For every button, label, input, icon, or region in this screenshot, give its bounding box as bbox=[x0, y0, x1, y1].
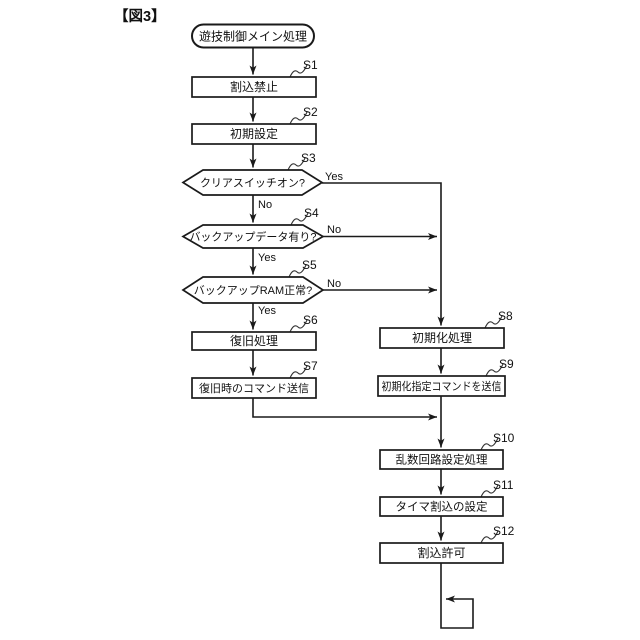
leader-squiggle-s12 bbox=[480, 530, 499, 544]
step-id-s7: S7 bbox=[303, 359, 318, 373]
process-label-s6: 復旧処理 bbox=[230, 333, 278, 348]
process-box-s11 bbox=[379, 496, 504, 517]
process-label-s12: 割込許可 bbox=[417, 545, 465, 560]
process-label-s1: 割込禁止 bbox=[230, 79, 278, 94]
process-box-s2 bbox=[191, 123, 317, 145]
step-id-s11: S11 bbox=[493, 478, 514, 492]
decision-label-s3: クリアスイッチオン? bbox=[200, 177, 305, 190]
process-label-s10: 乱数回路設定処理 bbox=[396, 453, 488, 467]
branch-label-s3-no: No bbox=[258, 199, 272, 211]
leader-squiggle-s4 bbox=[290, 212, 309, 226]
leader-squiggle-s11 bbox=[480, 484, 499, 498]
step-id-s8: S8 bbox=[498, 309, 513, 323]
leader-squiggle-s8 bbox=[484, 315, 503, 329]
process-box-s10 bbox=[379, 449, 504, 470]
process-box-s6 bbox=[191, 331, 317, 351]
branch-label-s5-yes: Yes bbox=[258, 305, 276, 317]
process-label-s2: 初期設定 bbox=[230, 126, 278, 141]
step-id-s4: S4 bbox=[304, 206, 319, 220]
connector-s3-yes-s8 bbox=[322, 182, 445, 326]
step-id-s3: S3 bbox=[301, 151, 316, 165]
decision-hex-s4 bbox=[181, 224, 325, 249]
leader-squiggle-s1 bbox=[289, 64, 308, 78]
process-box-s9 bbox=[377, 375, 506, 397]
step-id-s5: S5 bbox=[302, 258, 317, 272]
step-id-s10: S10 bbox=[493, 431, 515, 445]
process-box-s7 bbox=[191, 377, 317, 399]
figure-title: 【図3】 bbox=[114, 8, 166, 25]
start-terminal-label: 遊技制御メイン処理 bbox=[199, 29, 307, 44]
process-label-s7: 復旧時のコマンド送信 bbox=[199, 381, 309, 395]
connector-s7-merge bbox=[252, 398, 437, 421]
start-terminal bbox=[191, 23, 315, 49]
step-id-s9: S9 bbox=[499, 357, 514, 371]
process-label-s11: タイマ割込の設定 bbox=[396, 500, 488, 514]
process-box-s8 bbox=[379, 327, 505, 349]
leader-squiggle-s6 bbox=[289, 319, 308, 333]
step-id-s1: S1 bbox=[303, 58, 318, 72]
leader-squiggle-s7 bbox=[289, 365, 308, 379]
process-label-s8: 初期化処理 bbox=[412, 331, 472, 345]
step-id-s12: S12 bbox=[493, 524, 515, 538]
decision-label-s4: バックアップデータ有り? bbox=[189, 230, 316, 244]
decision-hex-s5 bbox=[181, 276, 325, 304]
leader-squiggle-s10 bbox=[480, 437, 499, 451]
decision-label-s5: バックアップRAM正常? bbox=[194, 284, 313, 297]
step-id-s6: S6 bbox=[303, 313, 318, 327]
leader-squiggle-s2 bbox=[289, 111, 308, 125]
leader-squiggle-s5 bbox=[288, 264, 307, 278]
step-id-s2: S2 bbox=[303, 105, 318, 119]
decision-hex-s3 bbox=[181, 169, 324, 196]
branch-label-s4-yes: Yes bbox=[258, 252, 276, 264]
process-box-s1 bbox=[191, 76, 317, 98]
process-label-s9: 初期化指定コマンドを送信 bbox=[382, 379, 502, 393]
leader-squiggle-s9 bbox=[485, 363, 504, 377]
process-box-s12 bbox=[379, 542, 504, 564]
branch-label-s5-no: No bbox=[327, 278, 341, 290]
branch-label-s4-no: No bbox=[327, 224, 341, 236]
connector-s12-loop-back bbox=[440, 563, 474, 629]
leader-squiggle-s3 bbox=[287, 157, 306, 171]
branch-label-s3-yes: Yes bbox=[325, 171, 343, 183]
